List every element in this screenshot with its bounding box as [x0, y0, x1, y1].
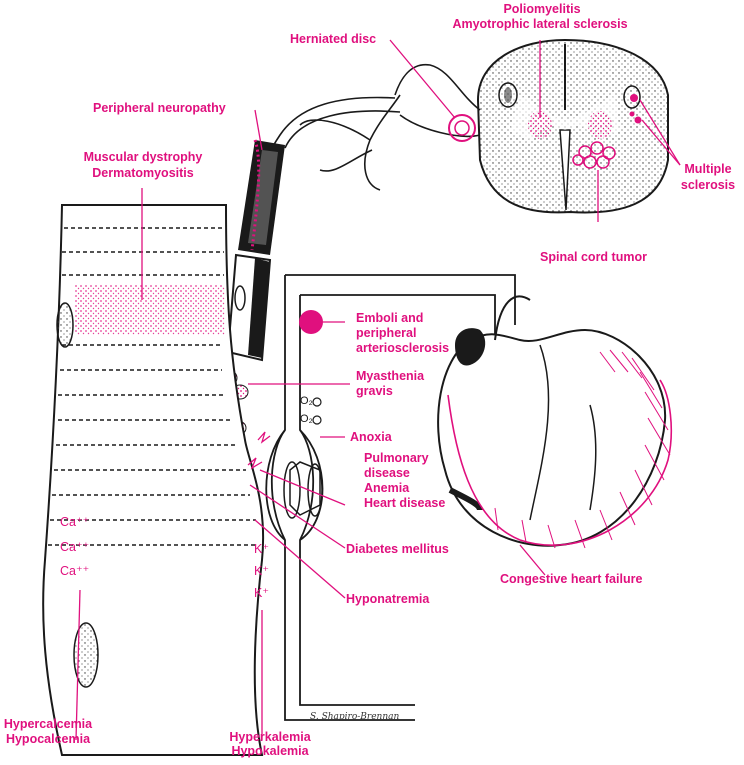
- red-cells: [283, 461, 323, 519]
- label-hypocalcemia: Hypocalcemia: [5, 732, 91, 746]
- calcium-ion-3: Ca⁺⁺: [60, 564, 90, 578]
- label-anoxia: Anoxia: [350, 430, 392, 444]
- label-sclerosis: sclerosis: [680, 178, 736, 192]
- spinal-tumor-mass: [572, 141, 616, 169]
- pointer-lines: [75, 39, 681, 741]
- embolus-dot: [299, 310, 323, 334]
- muscle-fiber: [42, 204, 265, 756]
- ms-plaques: [629, 94, 642, 124]
- label-als: Amyotrophic lateral sclerosis: [452, 17, 628, 31]
- artist-signature: S. Shapiro-Brennan: [310, 712, 400, 722]
- heart-hatching: [494, 349, 671, 549]
- label-anemia: Anemia: [364, 481, 410, 495]
- nerve-roots: [261, 64, 481, 191]
- label-hyponatremia: Hyponatremia: [346, 592, 430, 606]
- label-emboli: Emboli and: [356, 311, 424, 325]
- label-hyperkalemia: Hyperkalemia: [229, 730, 311, 744]
- oxygen-label-1: O₂: [300, 395, 313, 407]
- nucleus-upper: [56, 302, 74, 348]
- label-herniated-disc: Herniated disc: [290, 32, 377, 46]
- calcium-ion-2: Ca⁺⁺: [60, 540, 90, 554]
- anterior-horn-lesion-left: [528, 111, 552, 139]
- label-muscular-dystrophy: Muscular dystrophy: [83, 150, 203, 164]
- label-multiple: Multiple: [684, 162, 732, 176]
- label-pulmonary-disease: disease: [364, 466, 410, 480]
- calcium-ion-1: Ca⁺⁺: [60, 515, 90, 529]
- nucleus-lower: [73, 622, 99, 688]
- label-pulmonary: Pulmonary: [364, 451, 429, 465]
- enlarged-heart-outline: [447, 379, 673, 546]
- potassium-ion-3: K⁺: [254, 586, 269, 600]
- oxygen-label-2: O₂: [300, 413, 313, 425]
- label-dermatomyositis: Dermatomyositis: [92, 166, 194, 180]
- anterior-horn-lesion-right: [588, 111, 612, 139]
- label-heart-disease: Heart disease: [364, 496, 446, 510]
- heart: [437, 295, 673, 549]
- label-arteriosclerosis: arteriosclerosis: [356, 341, 450, 355]
- label-myasthenia: Myasthenia: [356, 369, 425, 383]
- herniated-disc-mark: [448, 114, 476, 142]
- potassium-ion-1: K⁺: [254, 542, 269, 556]
- potassium-ion-2: K⁺: [254, 564, 269, 578]
- label-gravis: gravis: [356, 384, 393, 398]
- label-diabetes-mellitus: Diabetes mellitus: [346, 542, 449, 556]
- label-congestive-heart-failure: Congestive heart failure: [500, 572, 643, 586]
- spinal-cord-section: [476, 38, 669, 214]
- label-hypokalemia: Hypokalemia: [231, 744, 309, 758]
- label-spinal-cord-tumor: Spinal cord tumor: [540, 250, 647, 264]
- label-poliomyelitis: Poliomyelitis: [503, 2, 581, 16]
- dystrophy-region: [75, 285, 225, 335]
- label-peripheral: peripheral: [356, 326, 417, 340]
- striations: [48, 227, 258, 546]
- label-hypercalcemia: Hypercalcemia: [3, 717, 93, 731]
- label-peripheral-neuropathy: Peripheral neuropathy: [93, 101, 226, 115]
